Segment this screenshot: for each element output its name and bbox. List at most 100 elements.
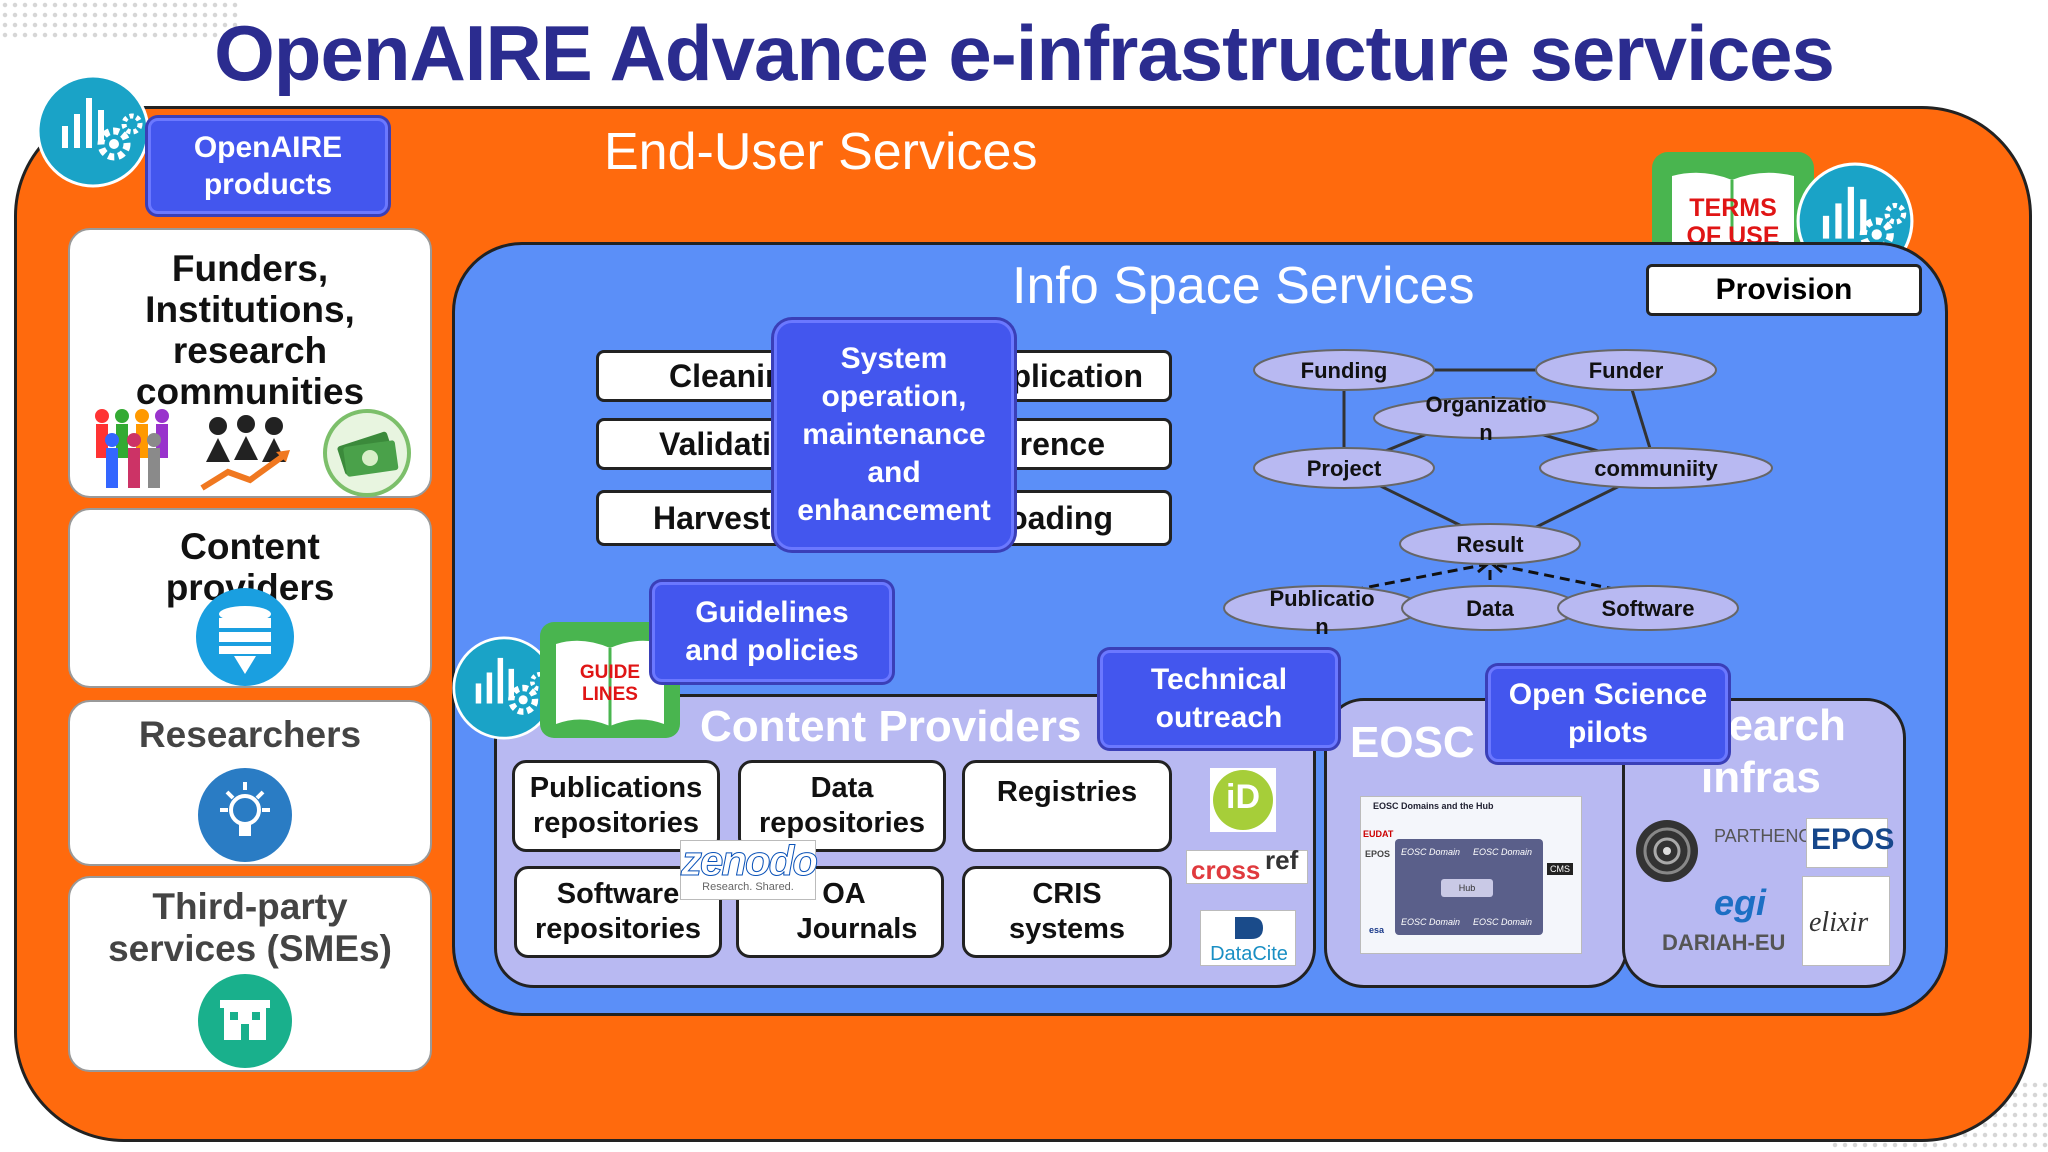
- analytics-gear-icon: [36, 74, 150, 188]
- info-space-services-label: Info Space Services: [1012, 257, 1475, 315]
- node-project-label: Project: [1307, 456, 1382, 481]
- guidelines-line: LINES: [582, 684, 638, 705]
- system-op-line: and: [867, 456, 921, 489]
- node-organization: [1373, 397, 1599, 439]
- node-publication-label: n: [1315, 614, 1328, 639]
- eosc-figure-cms: CMS: [1547, 863, 1573, 875]
- guidelines-book-icon: [540, 622, 680, 738]
- node-publication-label: Publicatio: [1269, 586, 1374, 611]
- graph-model-diagram: Funding Funder Organizatio n Project com…: [1223, 349, 1773, 639]
- badge-line: outreach: [1155, 701, 1283, 734]
- database-download-icon: [194, 586, 296, 688]
- cp-registries: Registries: [962, 760, 1172, 852]
- node-funding: [1253, 349, 1435, 391]
- system-op-line: maintenance: [802, 418, 986, 451]
- terms-line: TERMS: [1689, 194, 1777, 222]
- crossref-logo: cross ref: [1186, 845, 1308, 885]
- system-op-line: System: [840, 342, 948, 375]
- people-icon: [88, 404, 178, 494]
- datacite-text: DataCite: [1210, 943, 1288, 965]
- system-op-line: operation,: [821, 380, 967, 413]
- cp-line: Publications: [529, 772, 703, 805]
- zenodo-text: zenodo: [681, 837, 819, 884]
- orcid-logo: iD: [1210, 768, 1276, 832]
- cp-line: CRIS: [1032, 878, 1102, 911]
- eosc-hub-figure: EOSC Domains and the Hub EUDAT EPOS EOSC…: [1360, 796, 1582, 954]
- node-organization-label: n: [1479, 420, 1492, 445]
- third-party-line: Third-party: [152, 886, 348, 927]
- dariah-logo: DARIAH-EU: [1662, 930, 1786, 955]
- node-result: [1399, 523, 1581, 565]
- guidelines-line: GUIDE: [579, 662, 641, 683]
- cp-line: repositories: [533, 807, 699, 839]
- cp-line: OA: [822, 878, 866, 911]
- funders-line: Institutions,: [145, 289, 355, 330]
- node-data-label: Data: [1466, 596, 1514, 621]
- process-right-text: plication: [1011, 357, 1143, 394]
- funders-line: research: [172, 330, 328, 371]
- eosc-figure-domain: EOSC Domain: [1401, 917, 1461, 927]
- page-title: OpenAIRE Advance e-infrastructure servic…: [214, 9, 1835, 97]
- content-providers-title: Content Providers: [700, 702, 1082, 751]
- guidelines-text: GUIDE LINES: [560, 662, 660, 706]
- end-user-services-label: End-User Services: [604, 123, 1038, 181]
- badge-line: Open Science: [1508, 678, 1708, 711]
- cp-line: systems: [1008, 913, 1126, 945]
- node-community: [1539, 447, 1773, 489]
- node-software: [1557, 585, 1739, 631]
- researchers-label: Researchers: [138, 714, 362, 755]
- node-organization-label: Organizatio: [1425, 392, 1546, 417]
- funders-line: communities: [135, 371, 365, 412]
- eosc-figure-domain: EOSC Domain: [1473, 847, 1533, 857]
- node-funding-label: Funding: [1301, 358, 1388, 383]
- badge-line: Guidelines: [695, 596, 849, 629]
- orcid-text: iD: [1226, 778, 1260, 816]
- parthenos-logo-text: PARTHENO: [1714, 826, 1813, 846]
- node-community-label: communiity: [1594, 456, 1718, 481]
- parthenos-logo-icon: [1634, 818, 1700, 884]
- funders-line: Funders,: [171, 248, 329, 289]
- elixir-text: elixir: [1809, 907, 1869, 938]
- content-providers-line: Content: [180, 526, 320, 567]
- technical-outreach-badge: Technical outreach: [1100, 650, 1338, 748]
- elixir-logo: elixir: [1802, 876, 1890, 966]
- eosc-figure-eudat: EUDAT: [1363, 829, 1394, 839]
- third-party-line: services (SMEs): [108, 928, 392, 969]
- node-project: [1253, 447, 1435, 489]
- process-left-text: Cleanin: [669, 357, 785, 394]
- cp-line: Software: [556, 878, 680, 911]
- badge-line: and policies: [685, 634, 859, 667]
- datacite-logo: DataCite: [1200, 910, 1296, 966]
- eosc-figure-epos: EPOS: [1365, 849, 1391, 859]
- crossref-ref: ref: [1265, 845, 1299, 875]
- eosc-figure-title: EOSC Domains and the Hub: [1373, 801, 1494, 811]
- decorative-dots: [0, 0, 240, 40]
- cp-line: Data: [810, 772, 874, 805]
- badge-line: products: [203, 168, 333, 201]
- cp-cris-systems: CRIS systems: [962, 866, 1172, 958]
- money-icon: [322, 408, 412, 498]
- node-result-label: Result: [1456, 532, 1524, 557]
- process-right-text: oading: [1008, 499, 1113, 536]
- badge-line: pilots: [1567, 716, 1648, 749]
- badge-line: Technical: [1150, 663, 1288, 696]
- process-left-text: Harvest: [653, 499, 771, 536]
- system-operation-badge: System operation, maintenance and enhanc…: [774, 320, 1014, 550]
- zenodo-logo: zenodo Research. Shared.: [680, 837, 819, 900]
- egi-logo: egi: [1714, 882, 1767, 923]
- eosc-figure-esa: esa: [1369, 925, 1385, 935]
- cp-line: Journals: [796, 913, 918, 945]
- cp-line: Registries: [996, 776, 1138, 808]
- epos-logo: EPOS: [1806, 818, 1894, 868]
- process-right-text: rence: [1019, 425, 1105, 462]
- node-funder: [1535, 349, 1717, 391]
- eosc-figure-domain: EOSC Domain: [1473, 917, 1533, 927]
- cp-software-repositories: Software repositories: [514, 866, 722, 958]
- node-funder-label: Funder: [1589, 358, 1664, 383]
- node-software-label: Software: [1602, 596, 1695, 621]
- cp-data-repositories: Data repositories: [738, 760, 946, 852]
- eosc-figure-domain: EOSC Domain: [1401, 847, 1461, 857]
- provision-label: Provision: [1646, 264, 1922, 316]
- cp-line: repositories: [535, 913, 701, 945]
